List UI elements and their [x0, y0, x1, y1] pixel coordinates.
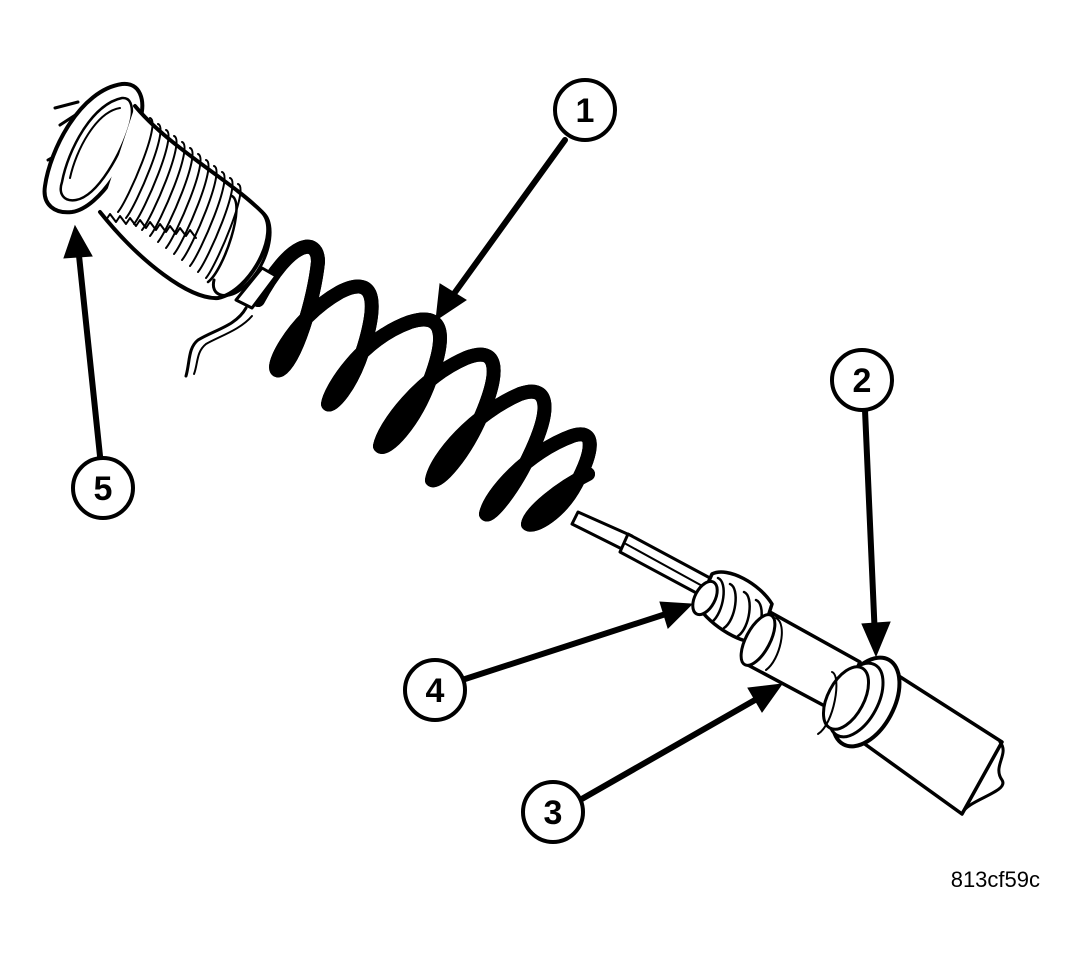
- spring: [184, 247, 590, 525]
- callout-4: 4: [403, 658, 467, 722]
- callout-2-label: 2: [853, 362, 872, 400]
- callout-3-label: 3: [544, 794, 563, 832]
- callout-1-label: 1: [576, 92, 595, 130]
- end-seal: [817, 655, 1005, 816]
- shaft-rod: [570, 510, 712, 598]
- callout-5: 5: [71, 456, 135, 520]
- callout-3: 3: [521, 780, 585, 844]
- threaded-plug: [42, 81, 272, 301]
- callout-5-label: 5: [94, 470, 113, 508]
- callout-4-label: 4: [426, 672, 445, 710]
- callout-1: 1: [553, 78, 617, 142]
- callout-2: 2: [830, 348, 894, 412]
- figure-id: 813cf59c: [951, 867, 1040, 892]
- leader-arrows: [63, 137, 891, 803]
